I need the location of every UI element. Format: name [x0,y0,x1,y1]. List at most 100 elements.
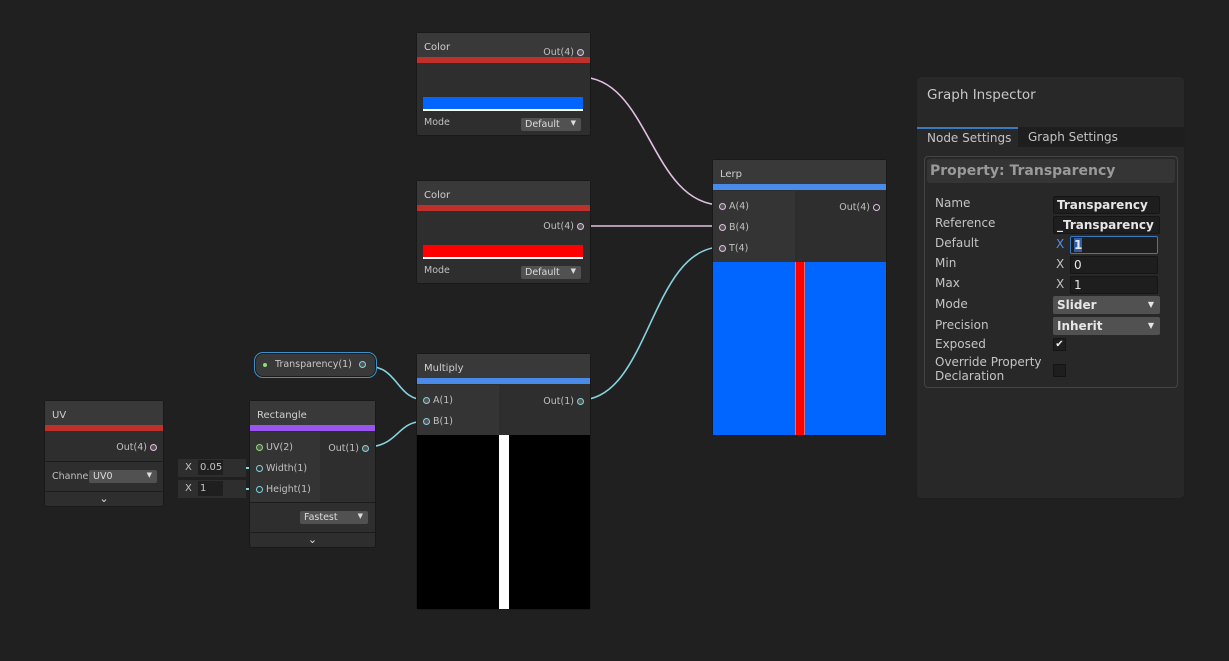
port-label: B(4) [729,222,750,233]
tab-graph-settings[interactable]: Graph Settings [1028,130,1118,144]
reference-field[interactable]: _Transparency [1053,216,1160,234]
exposed-checkbox[interactable]: ✔ [1053,338,1066,351]
mode-dropdown[interactable]: Fastest▼ [300,511,368,524]
axis-label: X [1056,277,1065,291]
output-port[interactable]: Out(1) [328,443,369,454]
port-dot-icon[interactable] [150,444,157,451]
port-dot-icon[interactable] [719,224,726,231]
port-dot-icon[interactable] [577,49,584,56]
section-title: Property: Transparency [927,159,1175,183]
port-label: Out(4) [543,47,574,58]
max-field[interactable]: 1 [1070,276,1158,294]
name-field[interactable]: Transparency [1053,196,1160,214]
height-inline-input[interactable]: X 1 [178,480,246,498]
mode-label: Mode [424,117,450,128]
chevron-down-icon: ▼ [1147,321,1154,330]
min-field[interactable]: 0 [1070,256,1158,274]
mode-value: Slider [1057,298,1097,312]
port-dot-icon[interactable] [577,223,584,230]
wire-multiply-lerp-t [579,246,723,401]
port-label: Out(1) [543,396,574,407]
output-port[interactable]: Out(1) [543,396,584,407]
port-dot-icon[interactable] [358,361,366,368]
default-field[interactable]: 1 [1070,236,1158,254]
name-label: Name [935,196,971,210]
axis-label: X [185,483,192,494]
mode-value: Default [525,267,560,278]
port-dot-icon[interactable] [719,245,726,252]
color-node-blue[interactable]: Color Out(4) Mode Default▼ [416,32,591,136]
color-node-red[interactable]: Color Out(4) Mode Default▼ [416,180,591,284]
output-port[interactable]: Out(4) [543,47,584,58]
node-title: UV [45,401,163,425]
node-title: Color [417,33,590,57]
uv-node[interactable]: UV Out(4) Channe UV0▼ ⌄ [44,400,164,507]
override-checkbox[interactable] [1053,364,1066,377]
reference-label: Reference [935,216,996,230]
input-port-b[interactable]: B(1) [423,416,453,427]
multiply-node[interactable]: Multiply A(1) B(1) Out(1) [416,353,591,610]
input-port-b[interactable]: B(4) [719,222,749,233]
input-port-a[interactable]: A(1) [423,395,453,406]
tab-node-settings[interactable]: Node Settings [917,127,1018,147]
port-label: B(1) [433,416,454,427]
input-port-width[interactable]: Width(1) [256,463,307,474]
port-dot-icon[interactable] [256,465,263,472]
min-label: Min [935,256,957,270]
wire-color1-lerp-a [579,76,723,206]
exposed-dot-icon [263,362,267,367]
port-dot-icon[interactable] [577,398,584,405]
mode-dropdown[interactable]: Slider ▼ [1053,296,1160,314]
input-port-t[interactable]: T(4) [719,243,748,254]
width-inline-input[interactable]: X 0.05 [178,459,246,477]
chevron-down-icon: ▼ [570,119,576,127]
mode-label: Mode [424,265,450,276]
input-port-a[interactable]: A(4) [719,201,749,212]
channel-label: Channe [52,471,89,482]
port-label: Out(1) [328,443,359,454]
override-label: Override Property [935,355,1042,369]
port-dot-icon[interactable] [256,444,263,451]
port-dot-icon[interactable] [423,418,430,425]
node-color-bar [417,205,590,211]
expand-chevron-icon[interactable]: ⌄ [250,532,375,548]
channel-dropdown[interactable]: UV0▼ [89,470,157,483]
port-label: A(4) [729,201,749,212]
rectangle-node[interactable]: Rectangle UV(2) Width(1) Height(1) Out(1… [249,400,376,548]
color-swatch[interactable] [423,245,583,259]
mode-label: Mode [935,297,968,311]
port-dot-icon[interactable] [873,204,880,211]
port-dot-icon[interactable] [256,486,263,493]
input-port-uv[interactable]: UV(2) [256,442,293,453]
output-port[interactable]: Out(4) [839,202,880,213]
exposed-label: Exposed [935,337,986,351]
port-dot-icon[interactable] [423,397,430,404]
inspector-title: Graph Inspector [927,87,1036,103]
property-section: Property: Transparency [924,156,1178,388]
port-label: UV(2) [266,442,293,453]
output-port[interactable]: Out(4) [116,442,157,453]
node-title: Lerp [713,160,886,184]
node-title: Color [417,181,590,205]
mode-dropdown[interactable]: Default▼ [521,266,581,279]
precision-value: Inherit [1057,319,1103,333]
output-port[interactable]: Out(4) [543,221,584,232]
height-value[interactable]: 1 [198,481,223,496]
graph-inspector: Graph Inspector Node Settings Graph Sett… [916,76,1185,499]
mode-dropdown[interactable]: Default▼ [521,118,581,131]
node-title: Rectangle [250,401,375,425]
chevron-down-icon: ▼ [1147,300,1154,309]
property-node-transparency[interactable]: Transparency(1) [254,352,377,378]
node-title: Multiply [417,354,590,378]
port-label: Width(1) [266,463,308,474]
axis-label: X [1056,257,1065,271]
port-dot-icon[interactable] [362,445,369,452]
input-port-height[interactable]: Height(1) [256,484,311,495]
port-dot-icon[interactable] [719,203,726,210]
color-swatch[interactable] [423,97,583,111]
default-value: 1 [1074,238,1083,252]
lerp-node[interactable]: Lerp A(4) B(4) T(4) Out(4) [712,159,887,436]
width-value[interactable]: 0.05 [198,460,223,475]
precision-dropdown[interactable]: Inherit ▼ [1053,317,1160,335]
expand-chevron-icon[interactable]: ⌄ [45,491,163,507]
